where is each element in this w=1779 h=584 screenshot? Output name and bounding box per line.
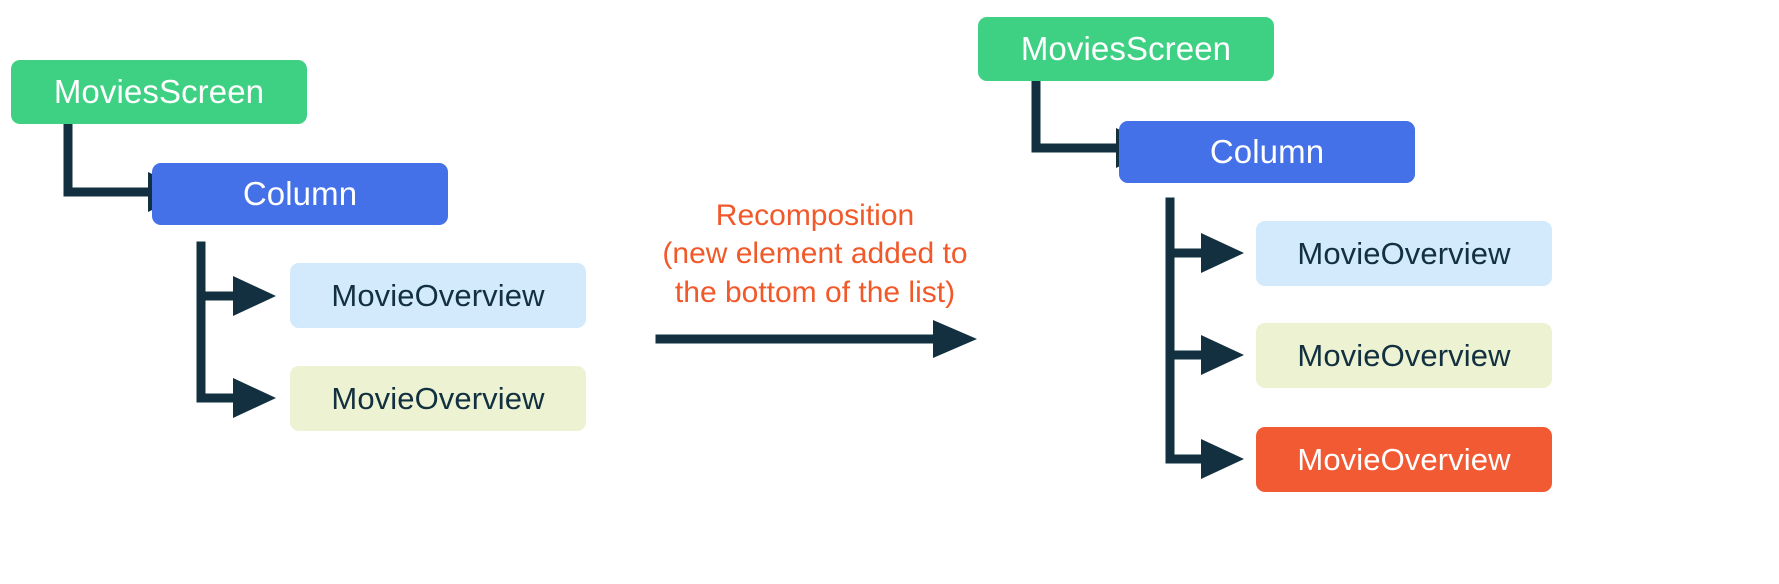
before-node-column: Column bbox=[152, 163, 448, 225]
after-node-movie-overview-2-label: MovieOverview bbox=[1297, 337, 1511, 373]
transition-caption-line-3: the bottom of the list) bbox=[674, 275, 956, 309]
after-node-movie-overview-3-new: MovieOverview bbox=[1256, 427, 1552, 492]
before-node-movie-overview-1: MovieOverview bbox=[290, 263, 586, 328]
after-node-movies-screen-label: MoviesScreen bbox=[1020, 30, 1232, 67]
before-node-movie-overview-1-label: MovieOverview bbox=[331, 277, 545, 313]
before-node-column-label: Column bbox=[242, 175, 358, 212]
after-node-column-label: Column bbox=[1209, 133, 1325, 170]
before-node-movies-screen: MoviesScreen bbox=[11, 60, 307, 124]
before-node-movie-overview-2-label: MovieOverview bbox=[331, 380, 545, 416]
after-node-movie-overview-3-new-label: MovieOverview bbox=[1297, 441, 1511, 477]
before-node-movies-screen-label: MoviesScreen bbox=[53, 73, 265, 110]
after-node-movie-overview-2: MovieOverview bbox=[1256, 323, 1552, 388]
after-node-movie-overview-1: MovieOverview bbox=[1256, 221, 1552, 286]
before-node-movie-overview-2: MovieOverview bbox=[290, 366, 586, 431]
transition-caption: Recomposition (new element added to the … bbox=[655, 197, 975, 312]
after-node-movies-screen: MoviesScreen bbox=[978, 17, 1274, 81]
after-node-column: Column bbox=[1119, 121, 1415, 183]
after-node-movie-overview-1-label: MovieOverview bbox=[1297, 235, 1511, 271]
transition-caption-line-1: Recomposition bbox=[715, 199, 915, 232]
transition-caption-line-2: (new element added to bbox=[662, 237, 968, 271]
